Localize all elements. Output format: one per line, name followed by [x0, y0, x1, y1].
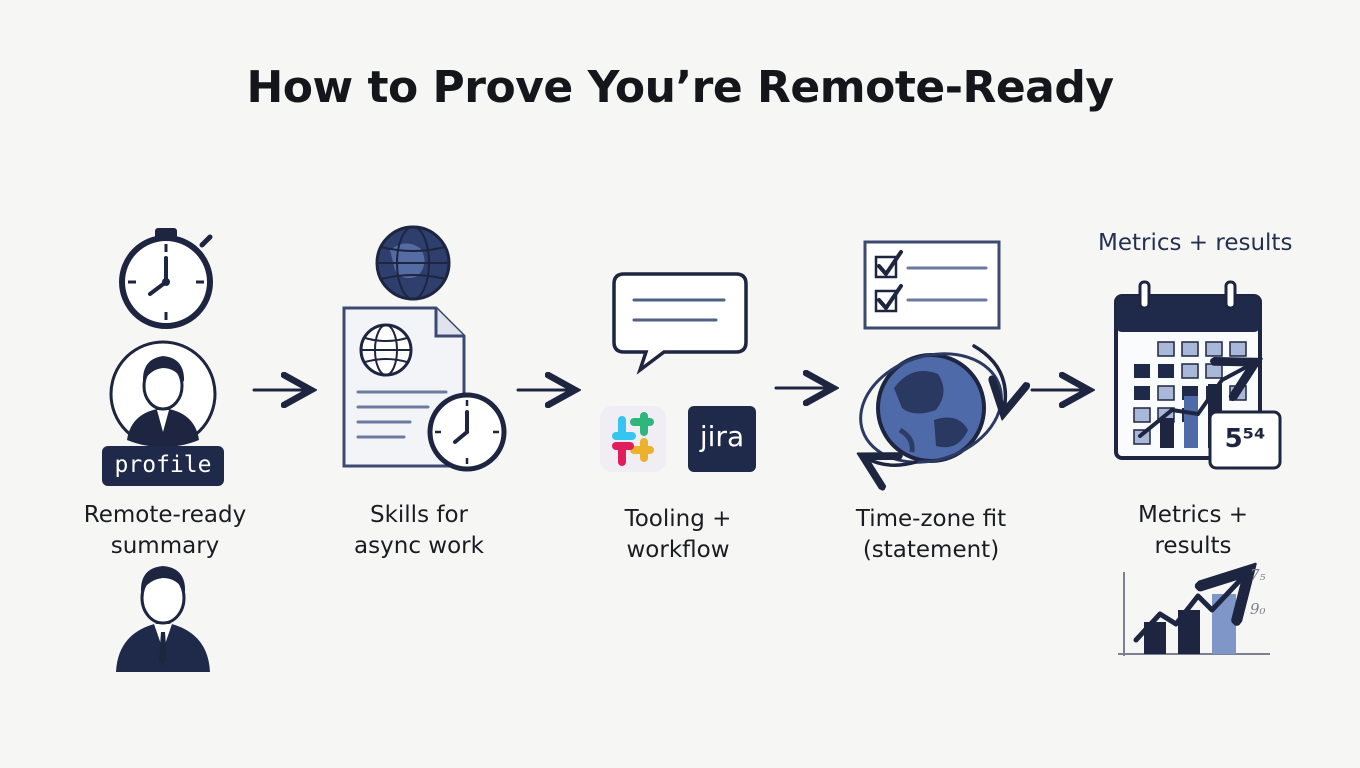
step-4-label: Time-zone fit (statement): [855, 506, 1007, 563]
slack-icon: [600, 406, 666, 472]
step-3-label: Tooling + workflow: [624, 506, 732, 563]
rotating-globe-icon: [846, 344, 1015, 479]
bar-chart-icon: [1118, 572, 1270, 656]
step-5-label: Metrics + results: [1137, 502, 1249, 559]
chart-note-1: 7₅: [1250, 566, 1266, 584]
jira-badge-text: jira: [699, 420, 745, 453]
stopwatch-icon: [119, 228, 213, 329]
metrics-header-note: Metrics + results: [1098, 230, 1293, 256]
profile-badge-text: profile: [114, 452, 212, 478]
person-icon: [116, 566, 210, 672]
profile-badge: [102, 446, 224, 486]
jira-icon: [688, 406, 756, 472]
number-card: [1208, 410, 1282, 470]
chat-bubble-icon: [612, 272, 748, 375]
step-1-label: Remote-ready summary: [83, 502, 247, 559]
globe-icon: [375, 225, 451, 301]
page-title: How to Prove You’re Remote-Ready: [246, 62, 1114, 113]
chart-note-2: 9₀: [1250, 600, 1266, 618]
step-2-label: Skills for async work: [354, 502, 484, 559]
person-avatar-icon: [109, 340, 217, 448]
checklist-icon: [863, 240, 1001, 330]
number-card-text: 5⁵⁴: [1224, 424, 1266, 454]
clock-icon: [427, 392, 507, 472]
